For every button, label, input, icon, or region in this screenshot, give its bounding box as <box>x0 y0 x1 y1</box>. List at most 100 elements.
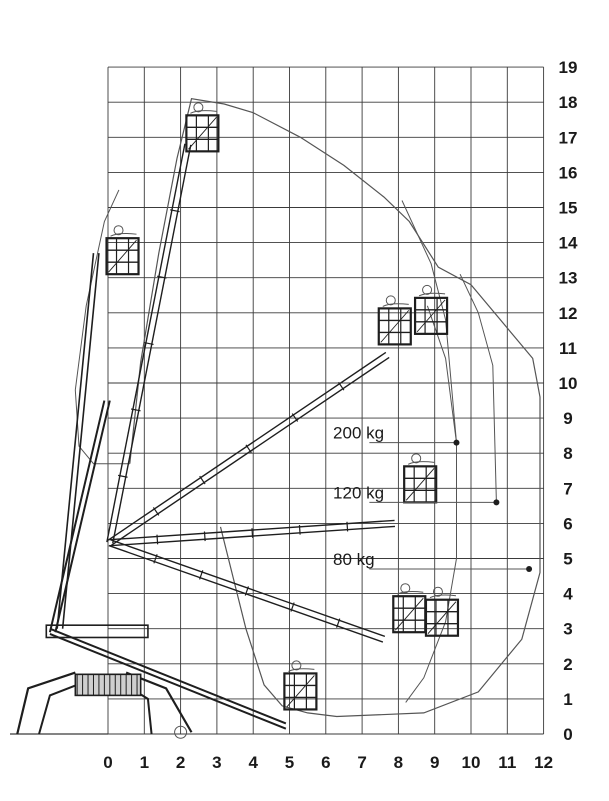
basket-frame <box>377 307 412 346</box>
y-tick-label: 7 <box>563 479 572 498</box>
boom-bracket <box>199 570 204 580</box>
operator-arm <box>418 292 446 297</box>
load-200-limit <box>401 200 457 443</box>
boom-position-left-upper-rail <box>61 253 100 629</box>
x-tick-label: 8 <box>394 753 403 772</box>
y-tick-label: 6 <box>563 514 572 533</box>
y-tick-label: 1 <box>563 690 572 709</box>
x-tick-label: 5 <box>285 753 294 772</box>
boom-bracket <box>338 381 345 391</box>
x-tick-label: 6 <box>321 753 330 772</box>
operator-head <box>291 660 302 671</box>
basket-left <box>105 225 140 276</box>
y-tick-label: 14 <box>559 234 578 253</box>
operator-head <box>193 102 204 113</box>
lower-boom-left-rail <box>54 400 111 633</box>
x-tick-label: 9 <box>430 753 439 772</box>
y-tick-label: 2 <box>563 655 572 674</box>
operator-head <box>422 284 433 295</box>
inner-envelope-outline <box>405 305 457 703</box>
basket-120 <box>403 453 438 504</box>
x-tick-label: 7 <box>357 753 366 772</box>
aerial-platform-drawing <box>16 102 460 739</box>
x-tick-label: 11 <box>498 753 516 772</box>
basket-80-near <box>392 583 427 634</box>
boom-bracket <box>291 413 299 422</box>
basket-brace <box>416 299 446 333</box>
operator-arm <box>382 303 409 307</box>
lower-boom-right <box>49 627 287 725</box>
basket-top <box>185 102 220 153</box>
operator-arm <box>288 668 315 672</box>
y-tick-label: 9 <box>563 409 572 428</box>
boom-bracket <box>245 444 252 454</box>
basket-frame <box>283 672 318 711</box>
outrigger-left <box>16 671 76 735</box>
outer-envelope-outline <box>129 98 541 718</box>
load-label: 200 kg <box>333 424 384 443</box>
boom-bracket <box>336 618 341 628</box>
boom-bracket <box>170 209 180 213</box>
load-label: 80 kg <box>333 550 375 569</box>
x-tick-label: 4 <box>248 753 258 772</box>
basket-200-near <box>377 295 412 346</box>
operator-arm <box>397 591 424 595</box>
boom-bracket <box>144 342 154 346</box>
boom-bracket <box>251 528 254 538</box>
basket-frame <box>105 237 140 276</box>
operator-head <box>113 225 124 236</box>
load-label: 120 kg <box>333 483 384 502</box>
operator-arm <box>429 594 457 599</box>
x-tick-label: 1 <box>140 753 149 772</box>
x-tick-label: 0 <box>103 753 112 772</box>
reach-reference-point <box>174 725 188 739</box>
y-tick-label: 10 <box>559 374 578 393</box>
load-limit-dot <box>493 499 500 506</box>
grid <box>10 66 545 735</box>
boom-bracket <box>156 534 159 545</box>
boom-bracket <box>290 602 295 612</box>
basket-brace <box>108 239 137 273</box>
y-tick-label: 19 <box>559 58 578 77</box>
track-chassis <box>74 673 142 697</box>
basket-brace <box>286 675 315 708</box>
boom-bracket <box>131 408 141 412</box>
load-limit-dot <box>453 439 460 446</box>
lower-boom-left <box>48 400 106 633</box>
x-tick-label: 2 <box>176 753 185 772</box>
boom-bracket <box>199 475 206 485</box>
y-tick-label: 8 <box>563 444 572 463</box>
turret <box>45 624 149 639</box>
left-envelope-lower <box>74 389 130 465</box>
boom-bracket <box>153 554 158 564</box>
boom-bracket <box>244 586 250 596</box>
operator-head <box>411 453 422 464</box>
operator-arm <box>110 233 137 237</box>
basket-brace <box>405 468 435 501</box>
basket-frame <box>185 114 220 153</box>
operator-arm <box>407 461 435 465</box>
basket-80-far <box>424 586 460 637</box>
boom-bracket <box>117 474 128 478</box>
y-tick-label: 12 <box>559 304 578 323</box>
boom-bracket <box>157 275 167 279</box>
basket-brace <box>394 597 424 631</box>
y-tick-label: 17 <box>559 128 578 147</box>
boom-position-left-upper <box>56 253 95 629</box>
load-120-limit <box>459 273 497 503</box>
load-zones: 200 kg 120 kg 80 kg <box>333 424 533 573</box>
operator-head <box>385 295 396 306</box>
y-tick-label: 11 <box>559 339 577 358</box>
y-tick-label: 16 <box>559 163 578 182</box>
basket-ground <box>283 660 318 711</box>
basket-frame <box>413 296 449 335</box>
basket-brace <box>380 310 410 343</box>
y-tick-label: 4 <box>563 585 573 604</box>
y-tick-label: 5 <box>563 550 572 569</box>
y-tick-label: 18 <box>559 93 578 112</box>
y-tick-label: 0 <box>563 725 572 744</box>
boom-bracket <box>203 531 206 542</box>
